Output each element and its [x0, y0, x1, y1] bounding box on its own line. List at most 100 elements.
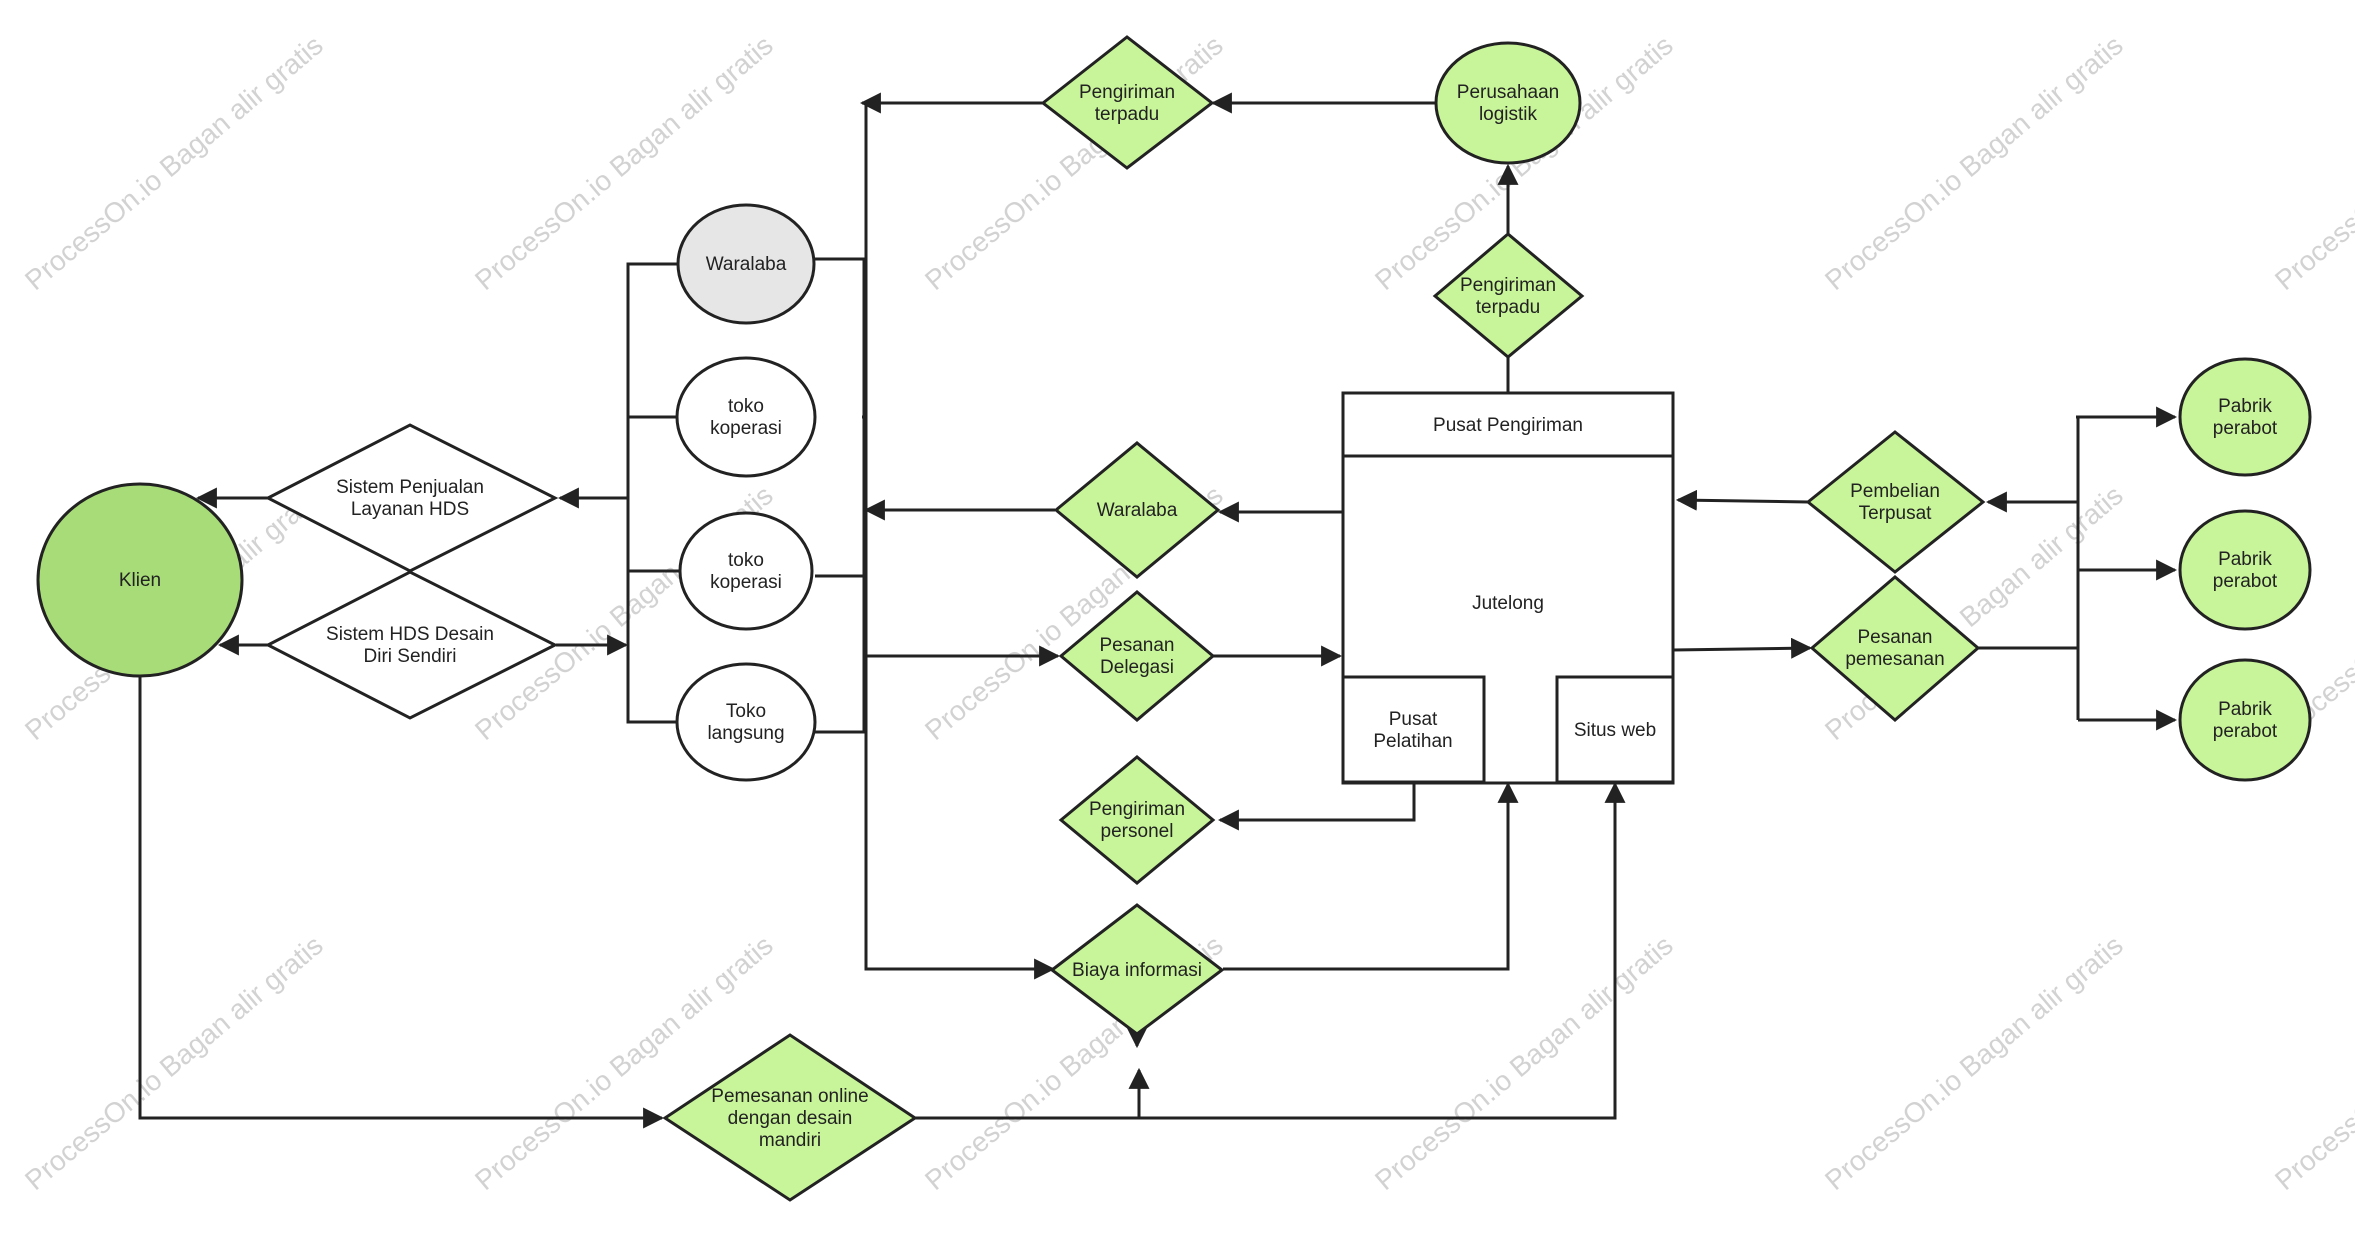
spine-vertical: [864, 104, 1056, 980]
label-line: toko: [728, 396, 764, 417]
node-biaya-informasi[interactable]: Biaya informasi: [1049, 903, 1225, 1036]
label-line: Layanan HDS: [351, 499, 469, 520]
box-pusat-pelatihan[interactable]: [1341, 675, 1486, 784]
label-line: Klien: [119, 570, 161, 591]
label-line: toko: [728, 550, 764, 571]
label-line: Pusat: [1389, 709, 1438, 730]
label-line: perabot: [2213, 418, 2278, 439]
label-line: Waralaba: [1097, 500, 1178, 521]
label-line: personel: [1101, 821, 1174, 842]
edges: [138, 92, 2178, 1129]
watermark-text: ProcessOn.io Bagan alir gratis: [919, 29, 1229, 296]
label-line: Sistem HDS Desain: [326, 624, 494, 645]
label-line: Pembelian: [1850, 481, 1940, 502]
label-line: perabot: [2213, 571, 2278, 592]
bracket-left: [626, 262, 680, 724]
node-waralaba-diamond[interactable]: Waralaba: [1053, 441, 1221, 579]
label-waralaba-outlet: Waralaba: [706, 254, 787, 275]
label-situs-web: Situs web: [1574, 720, 1656, 741]
edge-jutelong-to-pesanan: [1672, 637, 1813, 659]
label-biaya-informasi: Biaya informasi: [1072, 960, 1202, 981]
label-jutelong: Jutelong: [1472, 593, 1544, 614]
label-waralaba-diamond: Waralaba: [1097, 500, 1178, 521]
label-line: Pengiriman: [1089, 799, 1185, 820]
label-line: langsung: [707, 723, 784, 744]
edge-biaya-to-jutelong: [1223, 781, 1519, 971]
bracket-right: [815, 257, 866, 734]
edge-klien-to-pemesanan: [138, 676, 665, 1129]
label-line: Pesanan: [1857, 627, 1932, 648]
label-line: Pelatihan: [1373, 731, 1452, 752]
label-line: Delegasi: [1100, 657, 1174, 678]
node-klien[interactable]: Klien: [36, 482, 244, 678]
label-line: Toko: [726, 701, 766, 722]
label-line: Situs web: [1574, 720, 1656, 741]
label-line: perabot: [2213, 721, 2278, 742]
label-klien: Klien: [119, 570, 161, 591]
watermark-text: ProcessOn.io Bagan alir gratis: [1819, 929, 2129, 1196]
label-line: logistik: [1479, 104, 1538, 125]
label-line: Jutelong: [1472, 593, 1544, 614]
watermark-text: ProcessOn.io Bagan alir gratis: [19, 929, 329, 1196]
label-line: Diri Sendiri: [364, 646, 457, 667]
label-line: Waralaba: [706, 254, 787, 275]
watermark-text: ProcessOn.io Bagan alir gratis: [19, 29, 329, 296]
label-line: koperasi: [710, 418, 782, 439]
node-waralaba-outlet[interactable]: Waralaba: [676, 203, 816, 325]
label-line: Pabrik: [2218, 699, 2272, 720]
label-line: dengan desain: [728, 1108, 853, 1129]
edge-pemesanan-to-situs: [915, 781, 1626, 1120]
watermark-text: ProcessOn.io Bagan alir gratis: [1819, 29, 2129, 296]
label-line: Pengiriman: [1460, 275, 1556, 296]
label-line: terpadu: [1095, 104, 1159, 125]
box-situs-web[interactable]: [1555, 675, 1675, 784]
label-line: Pesanan: [1099, 635, 1174, 656]
edge-pembelian-to-jutelong: [1675, 489, 1809, 511]
label-line: Biaya informasi: [1072, 960, 1202, 981]
watermark-text: ProcessOn.io Bagan alir gratis: [2269, 29, 2355, 296]
label-line: Pengiriman: [1079, 82, 1175, 103]
label-line: koperasi: [710, 572, 782, 593]
label-line: Perusahaan: [1457, 82, 1559, 103]
label-line: Pabrik: [2218, 549, 2272, 570]
label-pusat-pengiriman: Pusat Pengiriman: [1433, 415, 1583, 436]
edge-pelatihan-to-personel: [1217, 782, 1416, 831]
label-line: Sistem Penjualan: [336, 477, 484, 498]
